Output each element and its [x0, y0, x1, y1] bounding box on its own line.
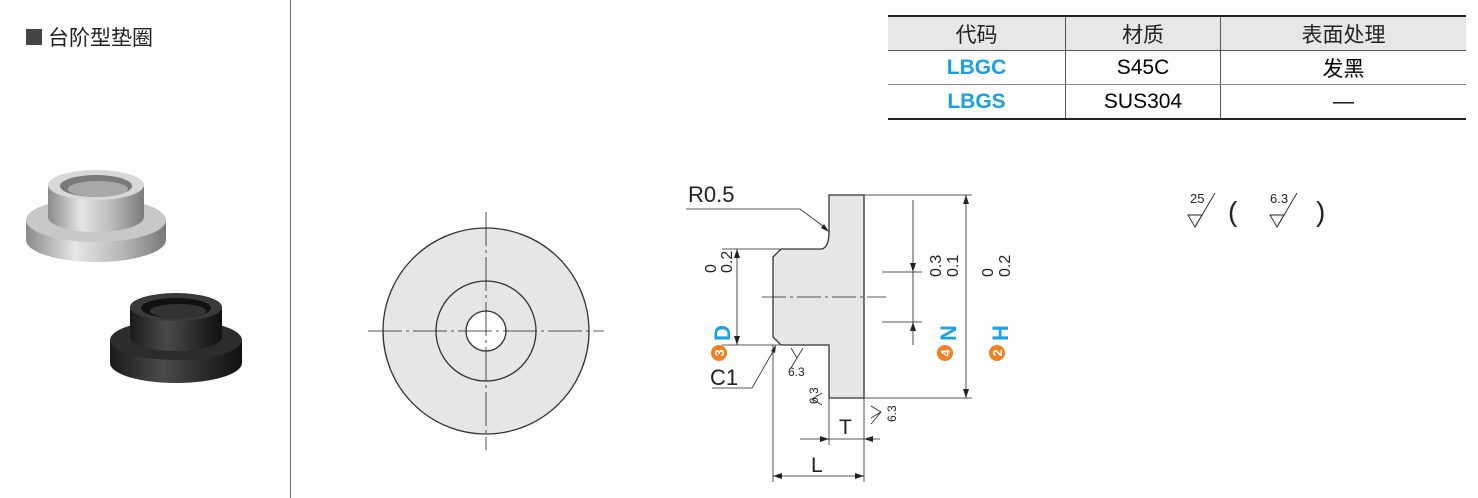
product-photo — [26, 170, 242, 383]
roughness-value: 6.3 — [788, 365, 805, 379]
chamfer-label: C1 — [710, 365, 738, 390]
svg-text:3: 3 — [712, 349, 727, 356]
svg-text:0.1: 0.1 — [945, 255, 962, 277]
roughness-spec: 25 ( 6.3 ) — [1187, 191, 1325, 228]
square-bullet-icon — [26, 29, 42, 45]
svg-text:0.2: 0.2 — [997, 255, 1014, 277]
cell-finish: — — [1220, 84, 1466, 120]
section-title-text: 台阶型垫圈 — [48, 26, 153, 50]
cell-code: LBGS — [888, 84, 1066, 120]
svg-text:0.2: 0.2 — [719, 251, 736, 273]
side-view — [686, 194, 972, 482]
svg-text:0: 0 — [980, 268, 997, 277]
dim-d-label: 3 D 0 0.2 — [703, 251, 736, 361]
divider — [290, 0, 291, 498]
svg-text:0: 0 — [703, 264, 720, 273]
spec-table: 代码 材质 表面处理 LBGC S45C 发黑 LBGS SUS304 — — [888, 15, 1466, 120]
section-title: 台阶型垫圈 — [26, 22, 153, 52]
badge-4-icon — [937, 345, 953, 361]
roughness-value: 6.3 — [885, 405, 899, 422]
dim-n-label: 4 N 0.3 0.1 — [928, 255, 962, 361]
paren-open: ( — [1228, 196, 1238, 227]
t-label: T — [839, 416, 852, 439]
black-washer — [110, 293, 242, 383]
badge-2-icon — [989, 345, 1005, 361]
svg-text:H: H — [988, 325, 1013, 341]
paren-close: ) — [1316, 196, 1325, 227]
svg-text:N: N — [936, 325, 961, 341]
svg-text:0.3: 0.3 — [928, 255, 945, 277]
radius-label: R0.5 — [688, 182, 734, 207]
badge-3-icon — [711, 345, 727, 361]
cell-code: LBGC — [888, 50, 1066, 85]
silver-washer — [26, 170, 166, 262]
header-code: 代码 — [888, 15, 1066, 51]
table-row: LBGC S45C 发黑 — [888, 50, 1466, 85]
section-shape — [772, 194, 865, 399]
svg-text:2: 2 — [990, 349, 1005, 356]
front-view — [368, 212, 604, 450]
table-header-row: 代码 材质 表面处理 — [888, 15, 1466, 51]
table-row: LBGS SUS304 — — [888, 84, 1466, 120]
cell-finish: 发黑 — [1220, 50, 1466, 85]
cell-material: SUS304 — [1065, 84, 1221, 120]
roughness-value: 6.3 — [807, 387, 821, 404]
l-label: L — [811, 454, 823, 477]
header-material: 材质 — [1065, 15, 1221, 51]
roughness-63-value: 6.3 — [1270, 191, 1288, 206]
svg-text:4: 4 — [938, 349, 953, 357]
cell-material: S45C — [1065, 50, 1221, 85]
header-finish: 表面处理 — [1220, 15, 1466, 51]
dim-h-label: 2 H 0 0.2 — [980, 255, 1014, 361]
roughness-25-value: 25 — [1190, 191, 1204, 206]
svg-text:D: D — [710, 325, 735, 341]
